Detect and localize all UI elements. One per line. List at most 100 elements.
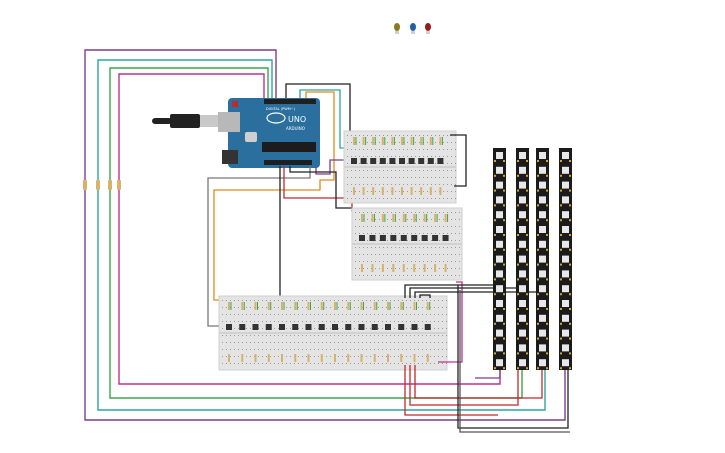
led-pixel (496, 344, 503, 352)
led-pixel (539, 359, 546, 367)
wire-purple (315, 159, 350, 175)
resistor (254, 302, 257, 310)
resistor (228, 354, 230, 362)
led-pixel (562, 270, 569, 278)
led-pixel (562, 300, 569, 307)
resistor (281, 302, 283, 310)
push-button (442, 235, 449, 241)
wire-red (283, 166, 353, 212)
led-pixel (519, 181, 526, 189)
led-pixel (539, 166, 546, 174)
resistor (400, 302, 403, 310)
push-button (318, 324, 325, 330)
resistor (413, 214, 416, 222)
led-strip-2 (516, 148, 529, 370)
led-pixel (496, 196, 503, 204)
push-button (370, 158, 377, 164)
resistor (372, 187, 375, 195)
led-pixel (539, 329, 546, 337)
yellow-led (394, 23, 400, 34)
breadboard-bottom (218, 295, 448, 371)
resistor (373, 354, 376, 362)
led-pixel (539, 226, 546, 233)
resistor (241, 302, 244, 310)
resistor (360, 354, 363, 362)
push-button (351, 158, 357, 164)
resistor (434, 264, 437, 272)
arduino-brand-text: ARDUINO (286, 126, 305, 131)
led-pixel (496, 240, 503, 248)
led-pixel (539, 300, 546, 307)
resistor (347, 302, 350, 310)
blue-led (410, 23, 416, 34)
resistor (381, 264, 384, 272)
push-button (358, 324, 365, 330)
led-pixel (562, 226, 569, 233)
breadboard-top (343, 130, 457, 204)
led-pixel (562, 285, 569, 293)
push-button (432, 235, 439, 241)
wire-black (450, 134, 467, 187)
resistor (334, 354, 336, 362)
push-button (379, 158, 386, 164)
push-button (252, 324, 259, 330)
resistor (371, 264, 374, 272)
led-pixel (519, 329, 526, 337)
outer-wires (84, 49, 566, 421)
push-button (400, 235, 407, 241)
led-pixel (539, 255, 546, 263)
led-pixel (562, 240, 569, 248)
led-pixel (562, 166, 569, 174)
led-pixel (519, 196, 526, 204)
resistor (108, 180, 112, 190)
resistor (391, 187, 394, 195)
led-pixel (496, 329, 503, 337)
push-button (359, 235, 365, 241)
resistor (381, 214, 384, 222)
wire-black (285, 83, 351, 135)
led-pixel (562, 152, 569, 159)
resistor (391, 137, 394, 145)
resistor (361, 264, 363, 272)
resistor (294, 354, 297, 362)
wire-red (409, 365, 519, 406)
resistor (362, 137, 365, 145)
push-button (399, 158, 405, 164)
led-pixel (519, 166, 526, 174)
resistor (402, 264, 405, 272)
resistor (362, 187, 365, 195)
resistor (353, 187, 355, 195)
led-pixel (539, 240, 546, 248)
led-pixel (496, 166, 503, 174)
resistor (429, 137, 432, 145)
led-pixel (562, 211, 569, 219)
resistor (444, 264, 447, 272)
resistor (420, 187, 423, 195)
wire-teal (97, 59, 546, 411)
wire-gray (459, 290, 570, 433)
resistor (381, 187, 384, 195)
led-pixel (519, 211, 526, 219)
resistor-group-left (83, 180, 121, 190)
resistor (347, 354, 350, 362)
resistor (420, 137, 423, 145)
resistor (241, 354, 244, 362)
breadboard-group (218, 130, 463, 371)
led-pixel (539, 181, 546, 189)
led-pixel (496, 152, 503, 159)
led-pixel (562, 196, 569, 204)
wire-teal (299, 89, 350, 149)
led-pixel (539, 196, 546, 204)
resistor (83, 180, 87, 190)
push-button (398, 324, 405, 330)
led-pixel (519, 240, 526, 248)
push-button (379, 235, 386, 241)
led-pixel (519, 270, 526, 278)
resistor (361, 214, 363, 222)
resistor (254, 354, 257, 362)
push-button (226, 324, 232, 330)
push-button (427, 158, 434, 164)
wire-purple (475, 368, 501, 379)
led-pixel (496, 226, 503, 233)
